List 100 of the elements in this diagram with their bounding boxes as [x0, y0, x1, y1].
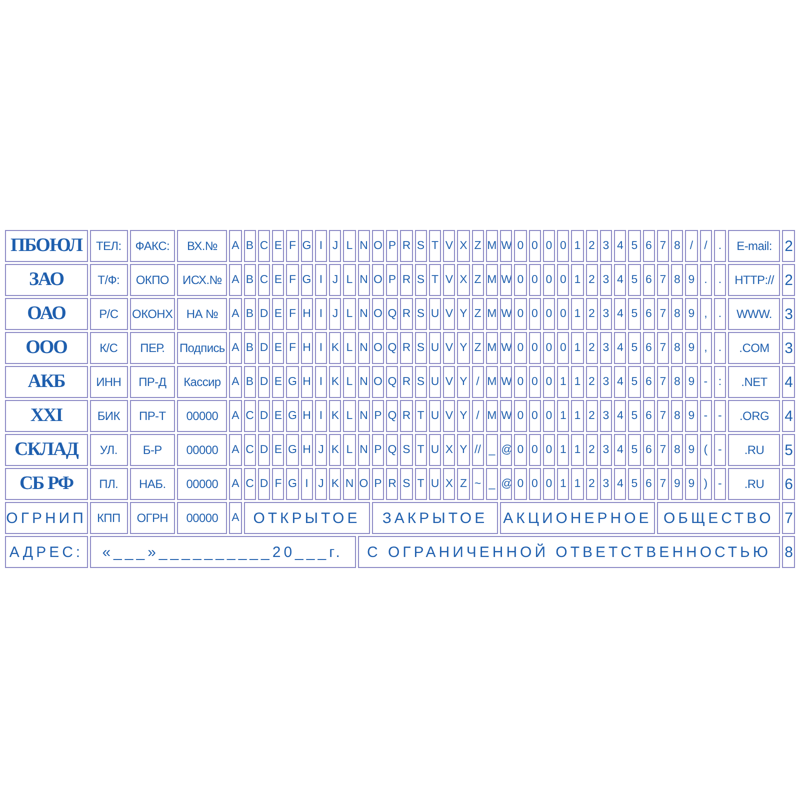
character-cell: 0 [557, 230, 570, 262]
character-cell: A [229, 434, 242, 466]
character-cell: D [258, 400, 270, 432]
character-cell: H [300, 434, 313, 466]
character-cell: 8 [671, 434, 684, 466]
character-cell: 7 [656, 332, 670, 364]
character-cell: 2 [586, 468, 598, 500]
character-cell: 6 [642, 332, 655, 364]
character-cell: 3 [600, 298, 612, 330]
character-cell: R [400, 332, 413, 364]
character-cell: O [358, 468, 370, 500]
text-cell: АДРЕС: [5, 536, 88, 568]
character-cell: J [329, 230, 342, 262]
text-cell: ПЛ. [90, 468, 128, 500]
character-cell: E [272, 366, 284, 398]
character-cell: - [714, 400, 726, 432]
character-cell: ( [700, 434, 712, 466]
character-cell: E [272, 400, 284, 432]
character-cell: G [286, 434, 299, 466]
character-cell: T [428, 264, 442, 296]
character-cell: C [244, 434, 256, 466]
character-cell: 6 [642, 400, 655, 432]
character-cell: F [286, 298, 299, 330]
character-cell: Y [457, 298, 470, 330]
character-cell: I [314, 264, 328, 296]
character-cell: A [229, 468, 242, 500]
character-cell: 9 [685, 366, 698, 398]
character-cell: Q [386, 366, 398, 398]
character-cell: 5 [628, 400, 641, 432]
text-cell: .RU [728, 468, 780, 500]
character-cell: Y [457, 434, 470, 466]
character-cell: 2 [586, 230, 598, 262]
character-cell: G [286, 468, 299, 500]
character-cell: 4 [614, 264, 626, 296]
character-cell: V [443, 332, 456, 364]
character-cell: M [486, 366, 498, 398]
character-cell: - [700, 366, 712, 398]
character-cell: , [700, 298, 712, 330]
character-cell: N [358, 298, 370, 330]
character-cell: 1 [571, 332, 584, 364]
text-cell: ОБЩЕСТВО [656, 502, 780, 534]
character-cell: 3 [600, 468, 612, 500]
character-cell: F [286, 230, 299, 262]
character-cell: O [372, 264, 384, 296]
character-cell: 1 [571, 468, 584, 500]
line-number-cell: 8 [782, 536, 795, 568]
character-cell: L [343, 332, 356, 364]
character-cell: L [343, 230, 356, 262]
character-cell: F [286, 264, 299, 296]
character-cell: 0 [528, 298, 541, 330]
character-cell: 5 [628, 298, 641, 330]
legal-form-cell: ЗАО [5, 264, 88, 296]
text-cell: «___»__________20___г. [90, 536, 356, 568]
character-cell: R [386, 468, 398, 500]
character-cell: L [343, 298, 356, 330]
character-cell: 4 [614, 298, 626, 330]
text-cell: 00000 [177, 434, 228, 466]
character-cell: Z [472, 264, 484, 296]
line-number-cell: 5 [782, 434, 795, 466]
text-cell: ОКПО [130, 264, 176, 296]
line-number-cell: 2 [782, 264, 795, 296]
character-cell: 9 [685, 468, 698, 500]
character-cell: I [314, 366, 328, 398]
character-cell: 0 [542, 230, 556, 262]
character-cell: O [372, 332, 384, 364]
character-cell: X [457, 264, 470, 296]
character-cell: 4 [614, 400, 626, 432]
character-cell: P [372, 400, 384, 432]
character-cell: - [714, 434, 726, 466]
character-cell: 0 [514, 230, 527, 262]
character-cell: G [286, 366, 299, 398]
character-cell: Z [472, 298, 484, 330]
character-cell: H [300, 400, 313, 432]
character-cell: B [244, 298, 256, 330]
character-cell: 7 [656, 434, 670, 466]
character-cell: ~ [472, 468, 484, 500]
character-cell: H [300, 332, 313, 364]
text-cell: ОКОНХ [130, 298, 176, 330]
character-cell: 0 [557, 264, 570, 296]
character-cell: M [486, 264, 498, 296]
legal-form-cell: ООО [5, 332, 88, 364]
character-cell: E [272, 230, 284, 262]
character-cell: G [300, 264, 313, 296]
character-cell: 5 [628, 230, 641, 262]
character-cell: 2 [586, 332, 598, 364]
character-cell: 0 [514, 468, 527, 500]
character-cell: U [428, 298, 442, 330]
character-cell: Z [457, 468, 470, 500]
text-cell: ОГРН [130, 502, 176, 534]
text-cell: С ОГРАНИЧЕННОЙ ОТВЕТСТВЕННОСТЬЮ [358, 536, 780, 568]
text-cell: ИНН [90, 366, 128, 398]
character-cell: U [428, 332, 442, 364]
character-cell: 0 [542, 332, 556, 364]
character-cell: ) [700, 468, 712, 500]
character-cell: R [400, 264, 413, 296]
character-cell: U [428, 366, 442, 398]
character-cell: F [286, 332, 299, 364]
text-cell: ВХ.№ [177, 230, 228, 262]
character-cell: C [244, 400, 256, 432]
character-cell: K [329, 468, 342, 500]
